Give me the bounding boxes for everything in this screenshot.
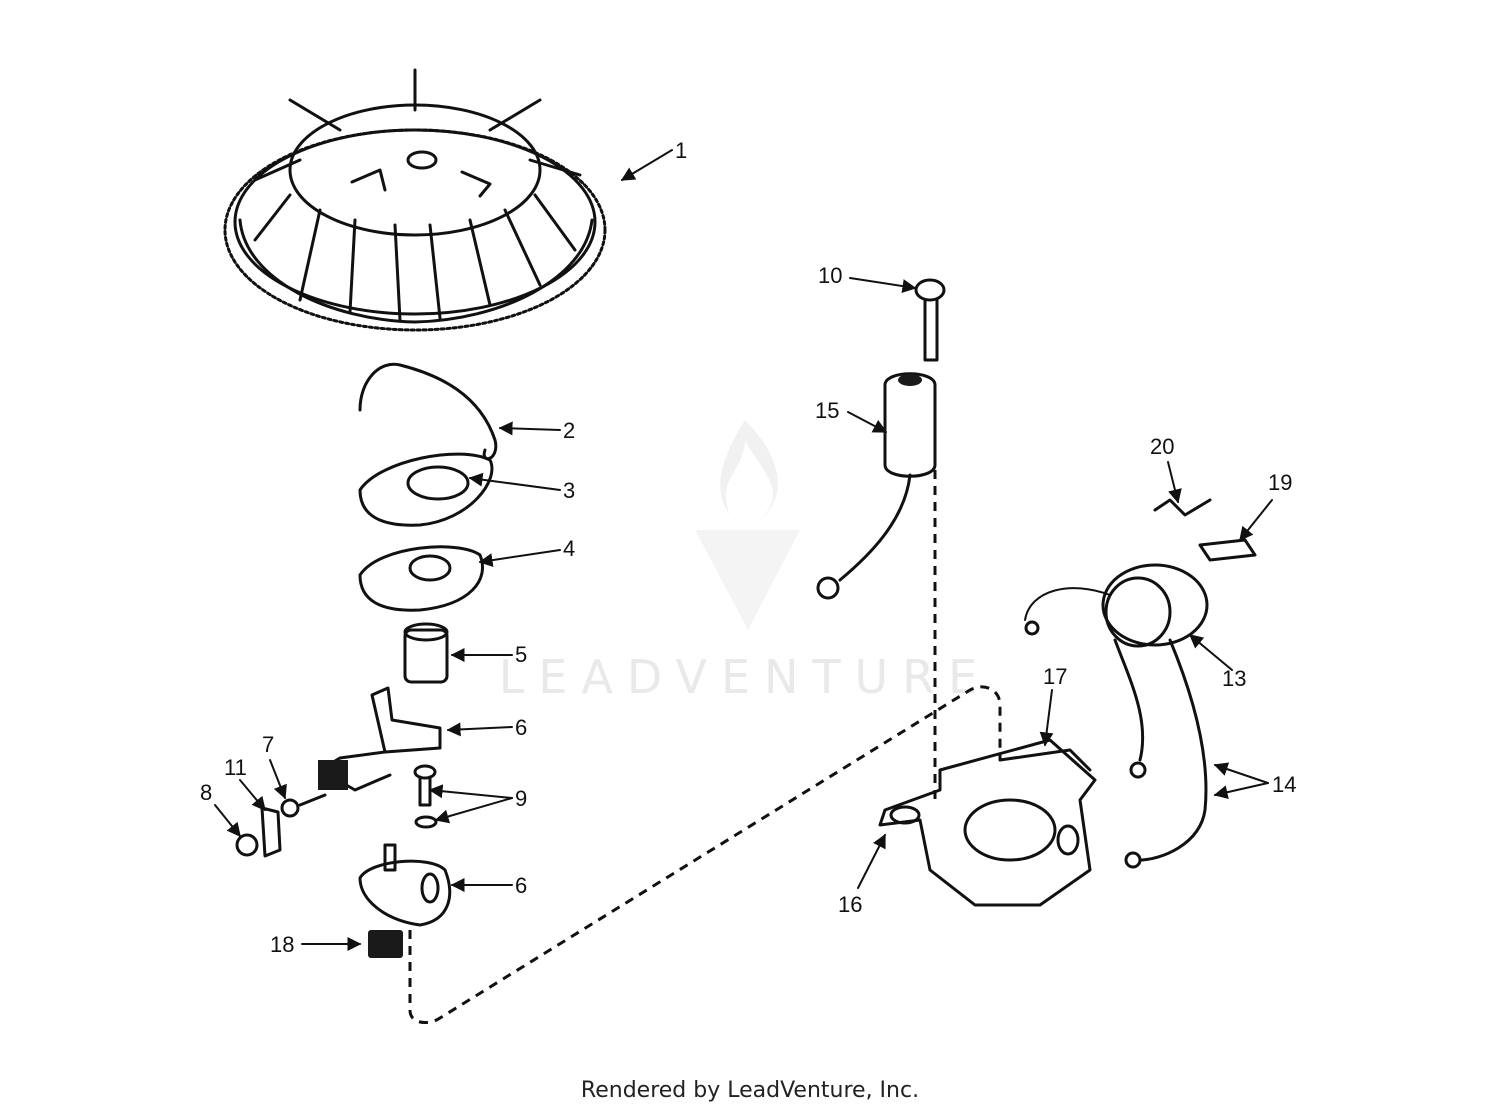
watermark-logo	[695, 420, 800, 630]
breaker-arm	[318, 686, 442, 792]
gasket	[358, 545, 484, 612]
callout-16: 16	[838, 892, 862, 917]
callout-13: 13	[1222, 666, 1246, 691]
callout-7: 7	[262, 732, 274, 757]
bracket-11	[260, 806, 282, 858]
watermark-text: LEADVENTURE	[499, 650, 992, 704]
spring-clip	[358, 362, 498, 461]
callout-6-upper: 6	[515, 715, 527, 740]
base-plate	[358, 843, 452, 927]
callout-4: 4	[563, 536, 575, 561]
bushing	[403, 622, 449, 684]
condenser	[816, 372, 937, 600]
callout-9: 9	[515, 786, 527, 811]
armature	[878, 738, 1097, 907]
callout-15: 15	[815, 398, 839, 423]
washer-7	[280, 798, 300, 818]
callout-14: 14	[1272, 772, 1296, 797]
callout-6-lower: 6	[515, 873, 527, 898]
point-cover	[358, 452, 494, 527]
callout-leaders	[214, 149, 1273, 951]
callout-17: 17	[1043, 664, 1067, 689]
screw-10	[914, 278, 946, 362]
assembly-line-base	[408, 685, 1002, 1024]
callout-8: 8	[200, 780, 212, 805]
callout-2: 2	[563, 418, 575, 443]
callout-1: 1	[675, 138, 687, 163]
callout-10: 10	[818, 263, 842, 288]
callout-11: 11	[224, 755, 247, 780]
callout-5: 5	[515, 642, 527, 667]
ignition-coil	[1024, 563, 1209, 779]
clip-20	[1153, 498, 1212, 517]
lead-wire	[1138, 638, 1208, 862]
callout-3: 3	[563, 478, 575, 503]
flywheel	[223, 68, 607, 332]
callout-20: 20	[1150, 434, 1174, 459]
felt-18	[368, 930, 403, 958]
callout-19: 19	[1268, 470, 1292, 495]
nut-8	[235, 833, 259, 857]
screw-9	[413, 764, 438, 829]
callout-18: 18	[270, 932, 294, 957]
footer-credit: Rendered by LeadVenture, Inc.	[580, 1078, 920, 1103]
shim-19	[1198, 538, 1257, 562]
